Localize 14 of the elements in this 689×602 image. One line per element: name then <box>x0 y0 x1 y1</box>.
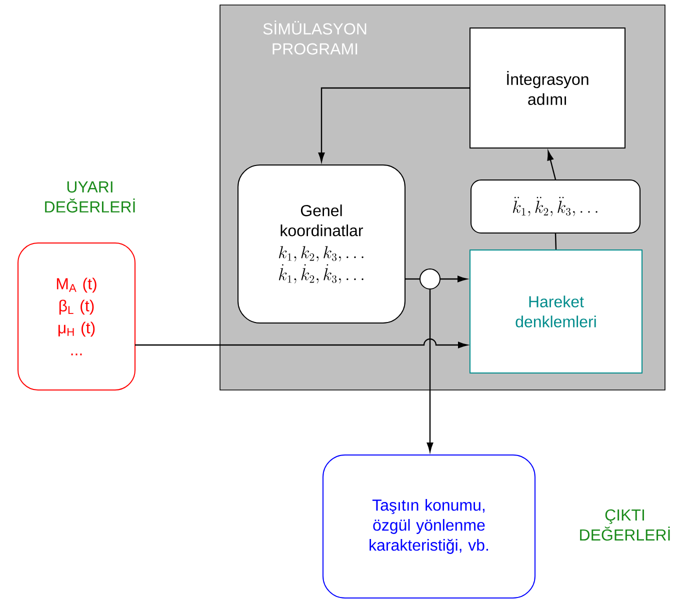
output-box: Taşıtın konumu, özgül yönlenme karakteristiği, vb. <box>322 454 536 598</box>
arrow <box>440 276 467 282</box>
group-heading: UYARI DEĞERLERİ <box>45 181 135 213</box>
arrow <box>547 150 556 180</box>
arrow <box>426 290 434 452</box>
arrow <box>318 87 470 162</box>
process-box: $\ddot{k}_1, \ddot{k}_2, \ddot{k}_3, \ldots$ <box>470 180 640 234</box>
process-box: Genel koordinatlar $k_1, k_2, k_3, \ldots$ $\dot{k}_1, \dot{k}_2, \dot{k}_3, \ldots$ <box>238 164 406 324</box>
input-box: M$_{A}$ (t) β$_{L}$ (t) μ$_{H}$ (t) ... <box>18 242 136 390</box>
process-box: Hareket denklemleri <box>470 250 642 374</box>
process-box: İntegrasyon adımı <box>470 28 626 148</box>
group-heading: ÇIKTI DEĞERLERİ <box>580 509 670 541</box>
arrow <box>135 338 468 348</box>
junction-circle <box>420 268 440 290</box>
